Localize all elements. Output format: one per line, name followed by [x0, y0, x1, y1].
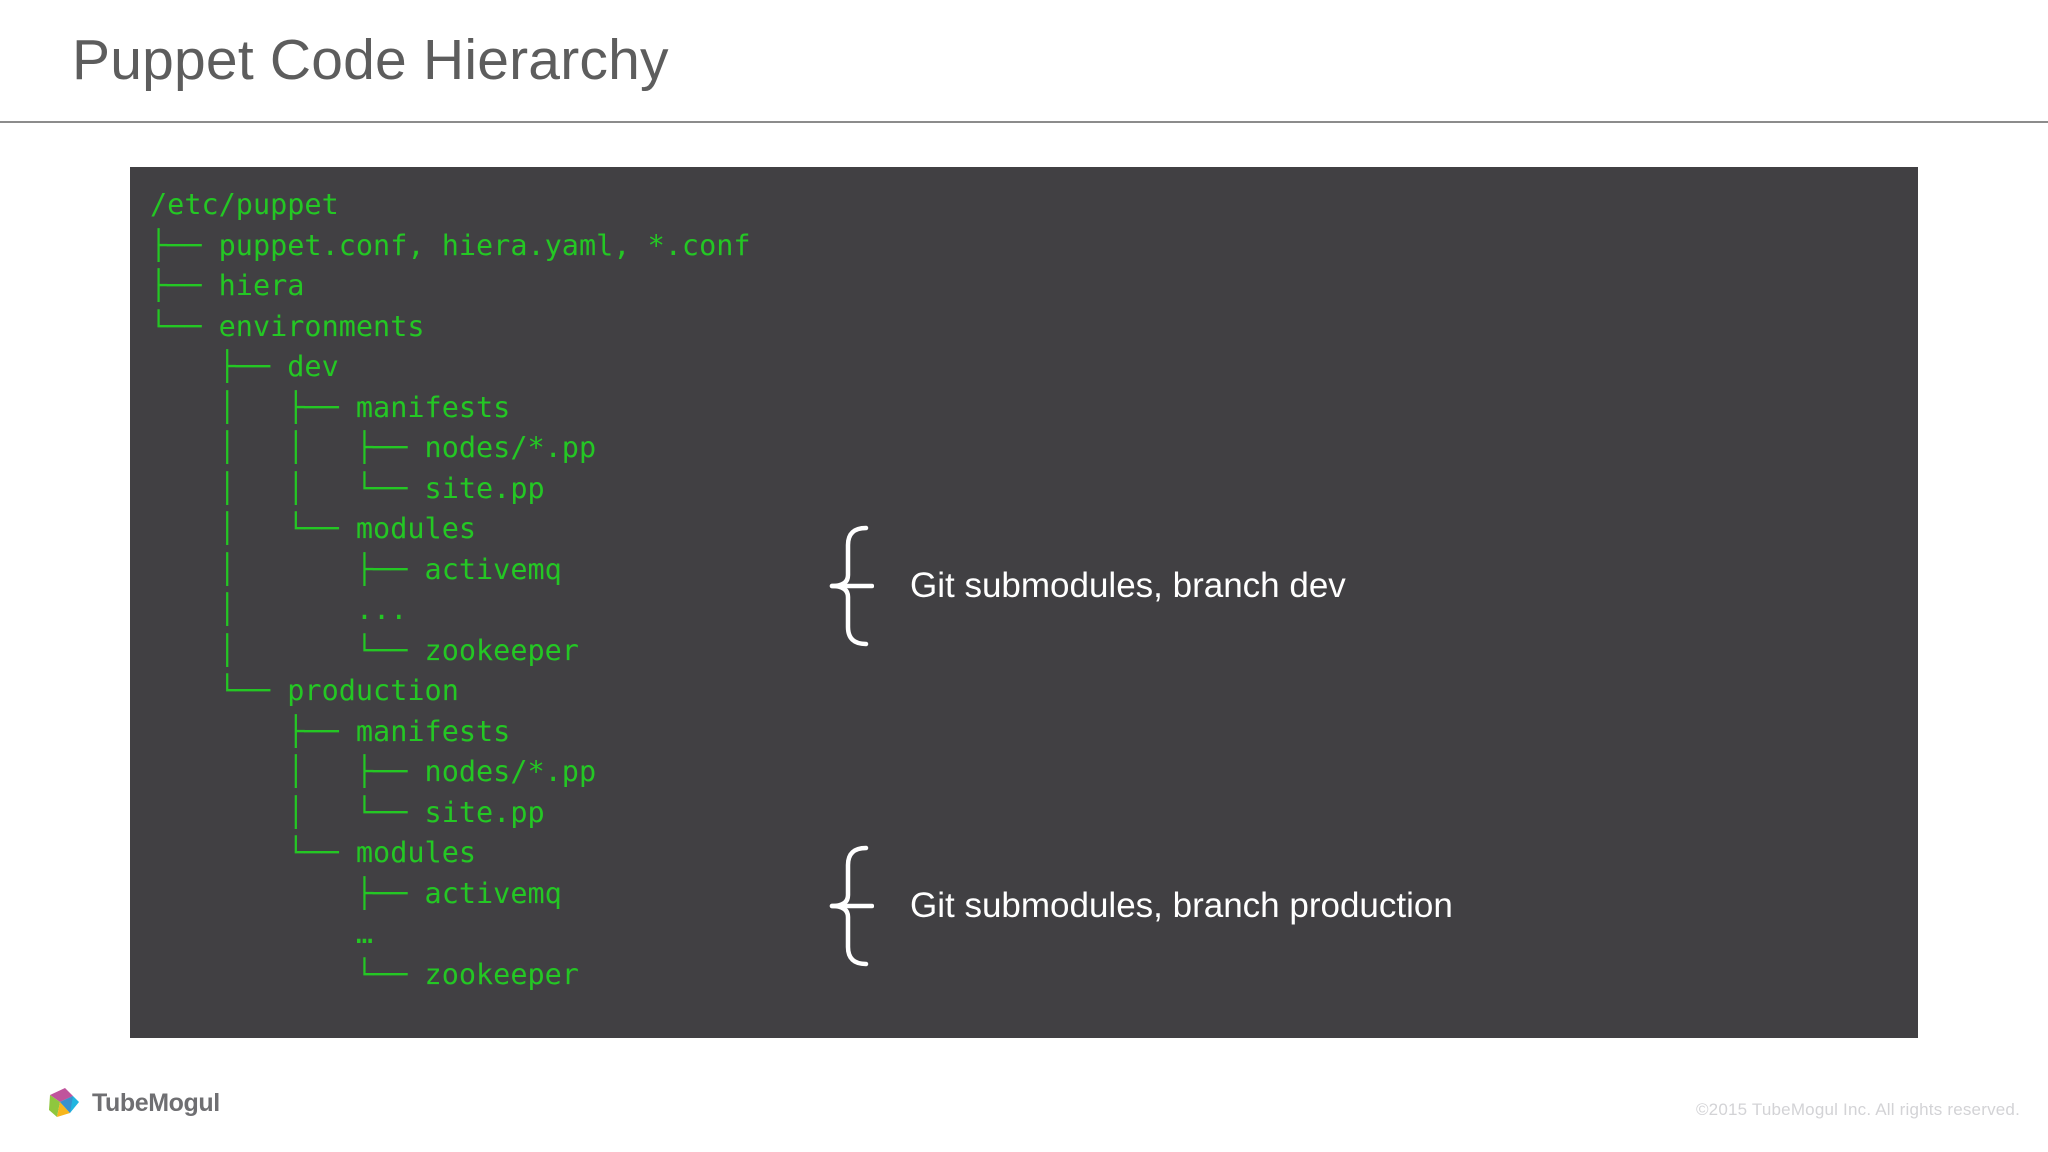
curly-brace-icon — [828, 525, 874, 647]
directory-tree-text: /etc/puppet ├── puppet.conf, hiera.yaml,… — [150, 188, 751, 991]
annotation-dev-label: Git submodules, branch dev — [910, 566, 1346, 605]
annotation-production-label: Git submodules, branch production — [910, 886, 1453, 925]
annotation-dev: Git submodules, branch dev — [828, 525, 1346, 647]
footer-logo: TubeMogul — [46, 1086, 220, 1120]
page-title: Puppet Code Hierarchy — [72, 28, 669, 92]
curly-brace-icon — [828, 845, 874, 967]
copyright-text: ©2015 TubeMogul Inc. All rights reserved… — [1695, 1100, 2020, 1119]
code-block-panel: /etc/puppet ├── puppet.conf, hiera.yaml,… — [130, 167, 1918, 1038]
title-divider — [0, 121, 2048, 123]
annotation-production: Git submodules, branch production — [828, 845, 1453, 967]
footer-brand-name: TubeMogul — [92, 1088, 220, 1117]
tubemogul-logo-icon — [49, 1088, 79, 1117]
